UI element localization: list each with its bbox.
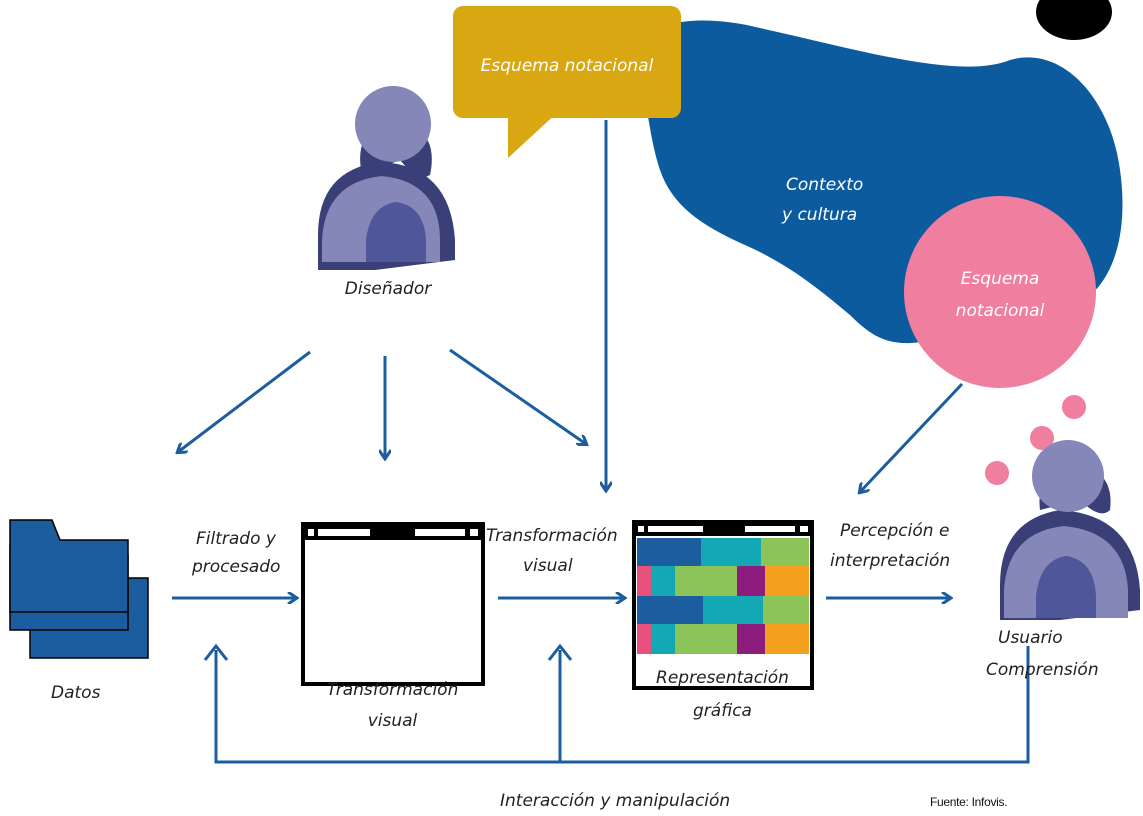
percepcion-label: Percepción e xyxy=(840,521,950,541)
flow-arrows xyxy=(172,120,1030,764)
grafica-label: gráfica xyxy=(693,701,752,721)
contexto-label: Contexto xyxy=(786,175,864,195)
graphic-representation-window xyxy=(632,520,814,690)
arrowhead-loop-middle xyxy=(547,643,573,661)
user-figure xyxy=(1000,440,1140,620)
disenador-label: Diseñador xyxy=(344,279,432,299)
representacion-label: Representación xyxy=(656,668,789,688)
notacional-pink-label: notacional xyxy=(955,301,1045,321)
arrow-designer-to-visual xyxy=(449,348,586,444)
designer-figure xyxy=(318,86,455,270)
interaccion-label: Interacción y manipulación xyxy=(500,791,731,811)
esquema-notacional-top-label: Esquema notacional xyxy=(480,56,654,76)
transformacion-bottom-label: Transformación xyxy=(326,680,459,700)
datos-label: Datos xyxy=(51,683,101,703)
arrow-designer-to-data xyxy=(178,350,311,452)
transformation-window xyxy=(301,522,485,686)
interpretacion-label: interpretación xyxy=(830,551,951,571)
cultura-label: y cultura xyxy=(782,205,858,225)
transformacion-mid-label: Transformación xyxy=(486,526,618,546)
visual-mid-label: visual xyxy=(523,556,573,576)
procesado-label: procesado xyxy=(192,557,281,577)
comprension-label: Comprensión xyxy=(986,660,1099,680)
usuario-label: Usuario xyxy=(998,628,1063,648)
source-caption: Fuente: Infovis. xyxy=(930,795,1008,809)
notational-scheme-bubble xyxy=(453,6,681,158)
filtrado-label: Filtrado y xyxy=(196,529,276,549)
esquema-pink-label: Esquema xyxy=(960,269,1040,289)
interaction-loop-line xyxy=(214,646,1030,764)
user-notational-bubble xyxy=(904,196,1096,485)
arrow-pink-to-perception xyxy=(860,382,964,492)
black-blob xyxy=(1036,0,1112,40)
arrowhead-loop-left xyxy=(203,643,229,661)
data-folders-icon xyxy=(9,519,149,659)
visual-bottom-label: visual xyxy=(367,711,418,731)
